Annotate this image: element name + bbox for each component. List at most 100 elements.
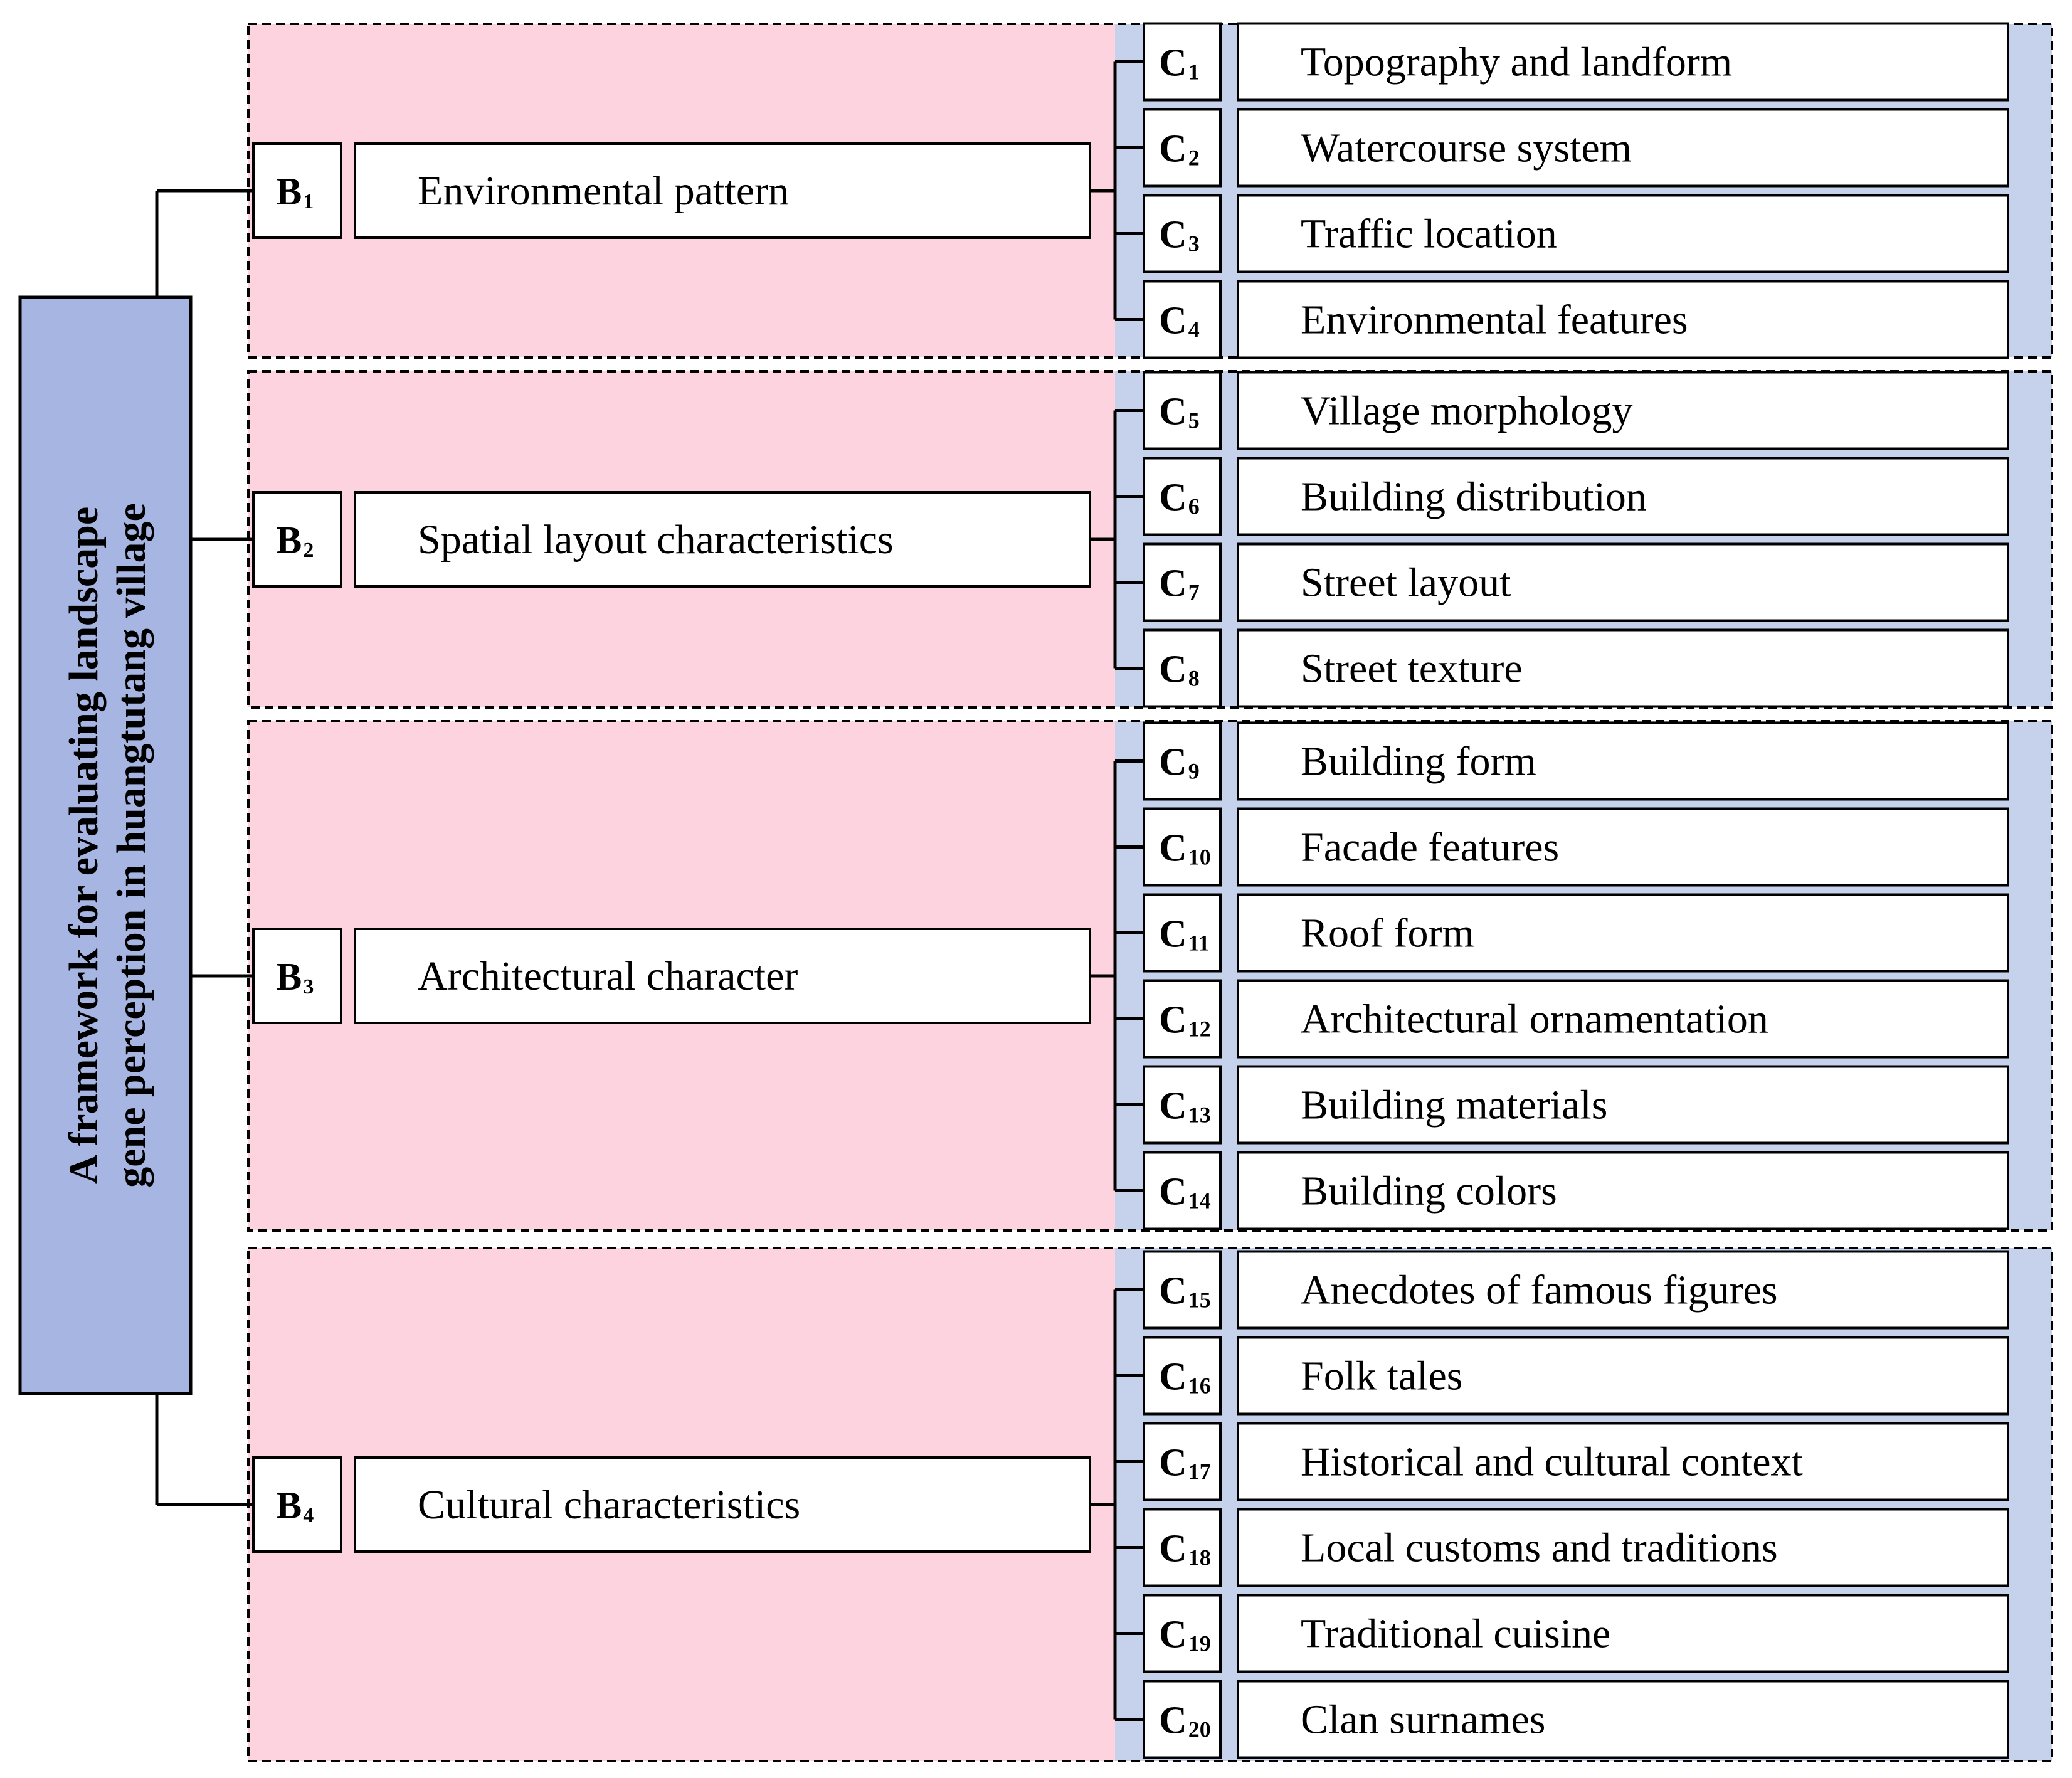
indicator-code-letter: C — [1159, 563, 1187, 605]
criterion-code: B3 — [276, 956, 314, 998]
indicator-code-box — [1143, 807, 1222, 887]
indicator-code-subscript: 8 — [1188, 666, 1200, 691]
indicator-name: Environmental features — [1301, 297, 1688, 343]
indicator-code-letter: C — [1159, 1085, 1187, 1128]
indicator-name: Historical and cultural context — [1301, 1439, 1803, 1485]
indicator-code-box — [1143, 1336, 1222, 1416]
indicator-code: C19 — [1159, 1614, 1211, 1656]
indicator-row: C3 Traffic location — [1143, 194, 2009, 273]
criterion-name-box — [354, 1456, 1091, 1553]
indicator-code: C12 — [1159, 999, 1211, 1042]
indicator-name: Topography and landform — [1301, 40, 1732, 85]
indicator-code-letter: C — [1159, 1356, 1187, 1399]
criterion-code-subscript: 4 — [303, 1504, 314, 1527]
criterion-name: Architectural character — [418, 953, 798, 999]
indicator-code-box — [1143, 1250, 1222, 1330]
panel-blue-region — [1115, 1248, 2052, 1761]
indicator-code: C4 — [1159, 300, 1200, 342]
indicator-name-box — [1237, 628, 2009, 708]
indicator-code-subscript: 4 — [1188, 317, 1200, 342]
indicator-code-subscript: 11 — [1188, 931, 1210, 956]
indicator-code: C14 — [1159, 1171, 1211, 1214]
indicator-code-subscript: 6 — [1188, 494, 1200, 519]
indicator-code-subscript: 10 — [1188, 845, 1211, 870]
criterion-node: B3 Architectural character — [252, 928, 1091, 1024]
indicator-code: C1 — [1159, 42, 1200, 85]
root-node: A framework for evaluating landscape gen… — [18, 295, 193, 1395]
indicator-name-box — [1237, 542, 2009, 622]
indicator-code-box — [1143, 194, 1222, 273]
indicator-name: Street layout — [1301, 560, 1511, 606]
criterion-code-letter: B — [276, 519, 302, 562]
criterion-code-box — [252, 1456, 342, 1553]
indicator-name: Watercourse system — [1301, 125, 1632, 171]
indicator-name-box — [1237, 108, 2009, 188]
indicator-name-box — [1237, 1422, 2009, 1501]
criterion-code: B2 — [276, 519, 314, 562]
criterion-code-subscript: 2 — [303, 539, 314, 562]
indicator-code-subscript: 9 — [1188, 759, 1200, 784]
indicator-code: C15 — [1159, 1270, 1211, 1313]
indicator-name: Traffic location — [1301, 211, 1557, 257]
indicator-code-subscript: 2 — [1188, 146, 1200, 171]
indicator-name: Building materials — [1301, 1082, 1607, 1128]
indicator-name: Traditional cuisine — [1301, 1611, 1610, 1657]
indicator-code-letter: C — [1159, 827, 1187, 870]
indicator-code: C6 — [1159, 477, 1200, 519]
indicator-name: Clan surnames — [1301, 1697, 1545, 1743]
indicator-code-letter: C — [1159, 214, 1187, 257]
indicator-code-subscript: 14 — [1188, 1188, 1211, 1214]
criterion-name: Environmental pattern — [418, 168, 789, 214]
indicator-code-box — [1143, 1151, 1222, 1230]
indicator-row: C1 Topography and landform — [1143, 22, 2009, 102]
indicator-name: Village morphology — [1301, 388, 1632, 434]
criterion-code-box — [252, 142, 342, 239]
indicator-code-box — [1143, 979, 1222, 1059]
indicator-code-box — [1143, 1065, 1222, 1145]
indicator-name-box — [1237, 1336, 2009, 1416]
indicator-code-subscript: 7 — [1188, 580, 1200, 605]
indicator-row: C19 Traditional cuisine — [1143, 1594, 2009, 1673]
indicator-name-box — [1237, 280, 2009, 359]
indicator-name: Architectural ornamentation — [1301, 997, 1768, 1042]
criterion-name-box — [354, 491, 1091, 588]
indicator-code-box — [1143, 22, 1222, 102]
indicator-code-subscript: 15 — [1188, 1288, 1211, 1313]
indicator-code-subscript: 1 — [1188, 60, 1200, 85]
indicator-code: C16 — [1159, 1356, 1211, 1399]
indicator-code-subscript: 16 — [1188, 1373, 1211, 1399]
indicator-code: C9 — [1159, 741, 1200, 784]
indicator-code-letter: C — [1159, 1171, 1187, 1214]
indicator-code-box — [1143, 457, 1222, 536]
indicator-code-letter: C — [1159, 741, 1187, 784]
indicator-name-box — [1237, 893, 2009, 973]
indicator-code-box — [1143, 1594, 1222, 1673]
indicator-name-box — [1237, 1594, 2009, 1673]
indicator-code-subscript: 5 — [1188, 408, 1200, 433]
indicator-row: C12 Architectural ornamentation — [1143, 979, 2009, 1059]
indicator-code: C18 — [1159, 1528, 1211, 1570]
indicator-code-letter: C — [1159, 1700, 1187, 1742]
indicator-code-box — [1143, 628, 1222, 708]
indicator-code-subscript: 19 — [1188, 1631, 1211, 1656]
indicator-code: C20 — [1159, 1700, 1211, 1742]
indicator-code-subscript: 3 — [1188, 231, 1200, 257]
indicator-name-box — [1237, 371, 2009, 450]
panel-dashed-border — [247, 720, 2053, 1232]
criterion-name: Cultural characteristics — [418, 1482, 800, 1528]
indicator-code: C11 — [1159, 913, 1210, 956]
criterion-code-subscript: 1 — [303, 190, 314, 213]
indicator-code-box — [1143, 1422, 1222, 1501]
indicator-name: Street texture — [1301, 646, 1523, 692]
